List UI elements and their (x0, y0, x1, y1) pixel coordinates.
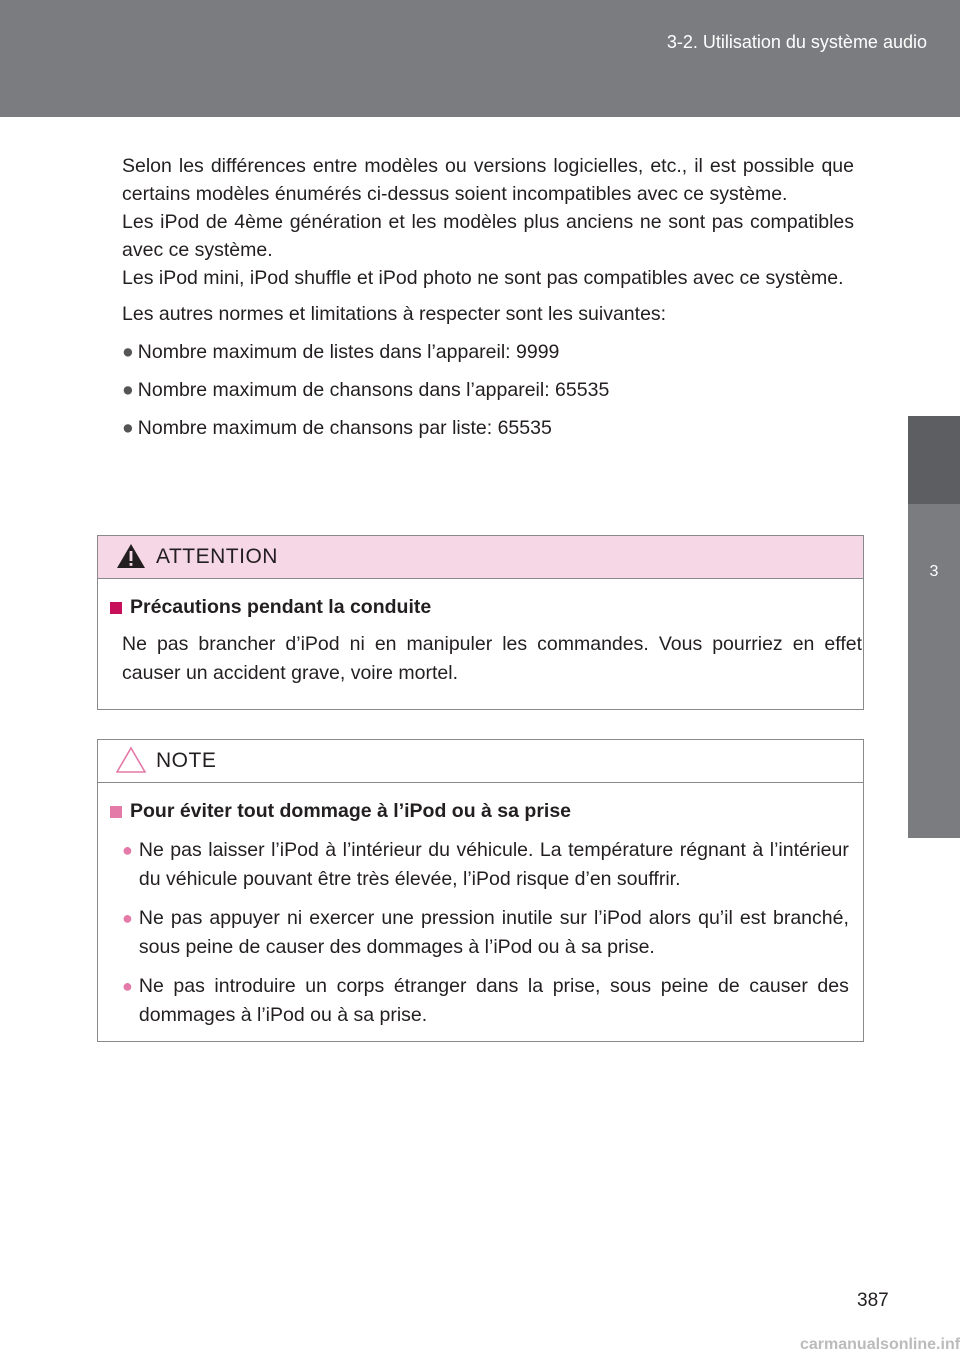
attention-box: ATTENTION Précautions pendant la conduit… (97, 535, 864, 710)
square-bullet-icon (110, 601, 122, 614)
note-box: NOTE Pour éviter tout dommage à l’iPod o… (97, 739, 864, 1042)
chapter-side-tab: 3 Équipements intérieurs (908, 416, 960, 1198)
paragraph-compatibility: Selon les différences entre modèles ou v… (122, 155, 854, 205)
bullet-icon: ● (122, 840, 133, 860)
note-header: NOTE (98, 740, 863, 783)
bullet-icon: ● (122, 341, 134, 363)
list-item: ● Ne pas introduire un corps étranger da… (122, 972, 855, 1030)
chapter-number-box (908, 416, 960, 504)
watermark: carmanualsonline.info (800, 1336, 960, 1353)
note-subheading: Pour éviter tout dommage à l’iPod ou à s… (106, 797, 855, 826)
page-header: 3-2. Utilisation du système audio (0, 0, 960, 117)
caution-outline-icon (115, 746, 147, 779)
page-number: 387 (857, 1290, 889, 1311)
paragraph-limitations: Les autres normes et limitations à respe… (122, 303, 667, 325)
bullet-icon: ● (122, 417, 134, 439)
paragraph-4th-gen: Les iPod de 4ème génération et les modèl… (122, 211, 854, 261)
list-item: ● Ne pas appuyer ni exercer une pression… (122, 904, 855, 962)
bullet-icon: ● (122, 976, 133, 996)
list-item: ●Nombre maximum de listes dans l’apparei… (122, 341, 560, 363)
square-bullet-icon (110, 805, 122, 818)
chapter-title: Équipements intérieurs (929, 1034, 946, 1198)
list-item: ●Nombre maximum de chansons par liste: 6… (122, 417, 552, 439)
chapter-number: 3 (929, 563, 939, 580)
bullet-icon: ● (122, 379, 134, 401)
section-title: 3-2. Utilisation du système audio (666, 32, 927, 52)
bullet-icon: ● (122, 908, 133, 928)
list-item: ● Ne pas laisser l’iPod à l’intérieur du… (122, 836, 855, 894)
main-text: Selon les différences entre modèles ou v… (122, 152, 854, 442)
attention-title: ATTENTION (156, 545, 278, 568)
note-title: NOTE (156, 749, 217, 772)
warning-icon (116, 542, 146, 575)
attention-subheading: Précautions pendant la conduite (106, 593, 855, 622)
list-item: ●Nombre maximum de chansons dans l’appar… (122, 379, 610, 401)
paragraph-mini-shuffle: Les iPod mini, iPod shuffle et iPod phot… (122, 267, 844, 289)
attention-header: ATTENTION (98, 536, 863, 579)
attention-text: Ne pas brancher d’iPod ni en manipuler l… (122, 633, 862, 684)
